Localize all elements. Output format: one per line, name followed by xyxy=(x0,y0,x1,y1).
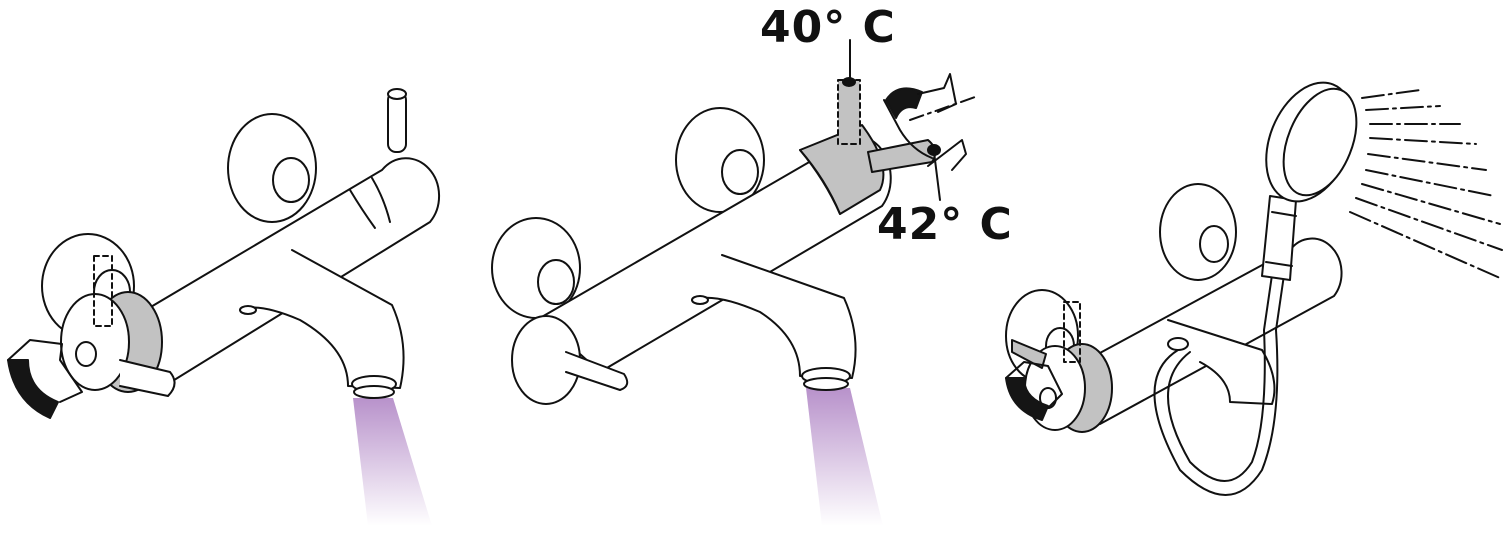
mixer-body-1 xyxy=(94,157,441,391)
temperature-label-40: 40° C xyxy=(760,2,896,53)
hand-shower-handle-3 xyxy=(1261,195,1297,281)
water-stream-1 xyxy=(353,398,432,526)
spray-lines-3 xyxy=(1349,89,1503,279)
temperature-label-42: 42° C xyxy=(877,199,1013,250)
rotation-arrow-2 xyxy=(885,87,923,119)
rotation-arrow-1 xyxy=(7,359,59,419)
shower-hose-3 xyxy=(1153,274,1285,496)
diverter-lever-1 xyxy=(387,91,407,153)
spout-1 xyxy=(239,249,405,389)
rotation-arrow-3 xyxy=(1005,377,1049,421)
faucet-figure-1 xyxy=(7,88,441,526)
faucet-figure-3 xyxy=(1005,81,1503,496)
faucet-figure-2 xyxy=(491,39,979,526)
water-stream-2 xyxy=(806,388,883,526)
